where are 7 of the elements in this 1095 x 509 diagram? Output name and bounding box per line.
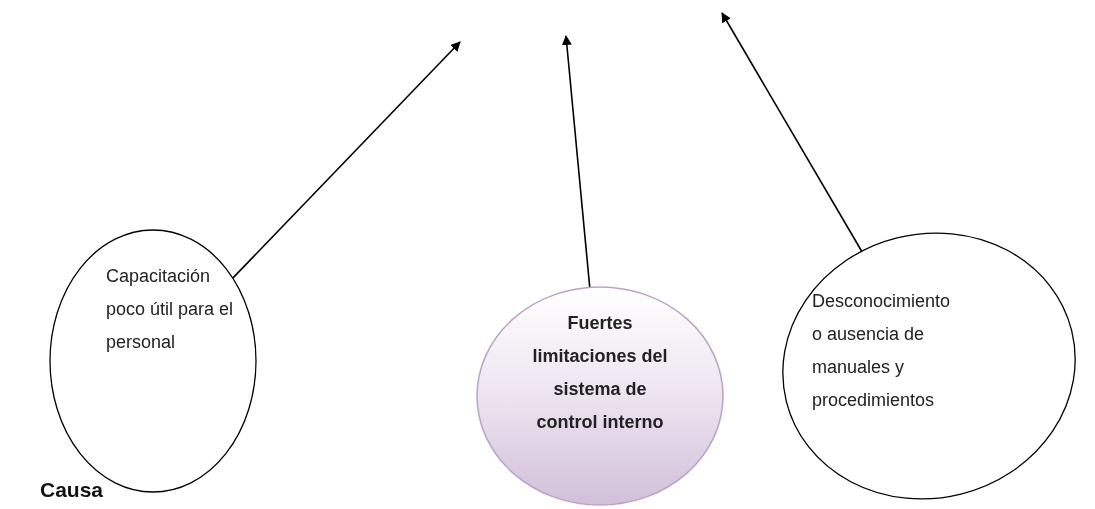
label: Causa	[40, 478, 104, 502]
arrow	[721, 12, 863, 253]
node-text: Capacitación poco útil para el personal	[106, 265, 235, 354]
arrow	[231, 41, 461, 279]
node-text: Fuertes limitaciones del sistema de control interno	[531, 312, 669, 434]
arrow	[561, 35, 591, 289]
node-text: Desconocimiento o ausencia de manuales y procedimientos	[812, 290, 952, 412]
